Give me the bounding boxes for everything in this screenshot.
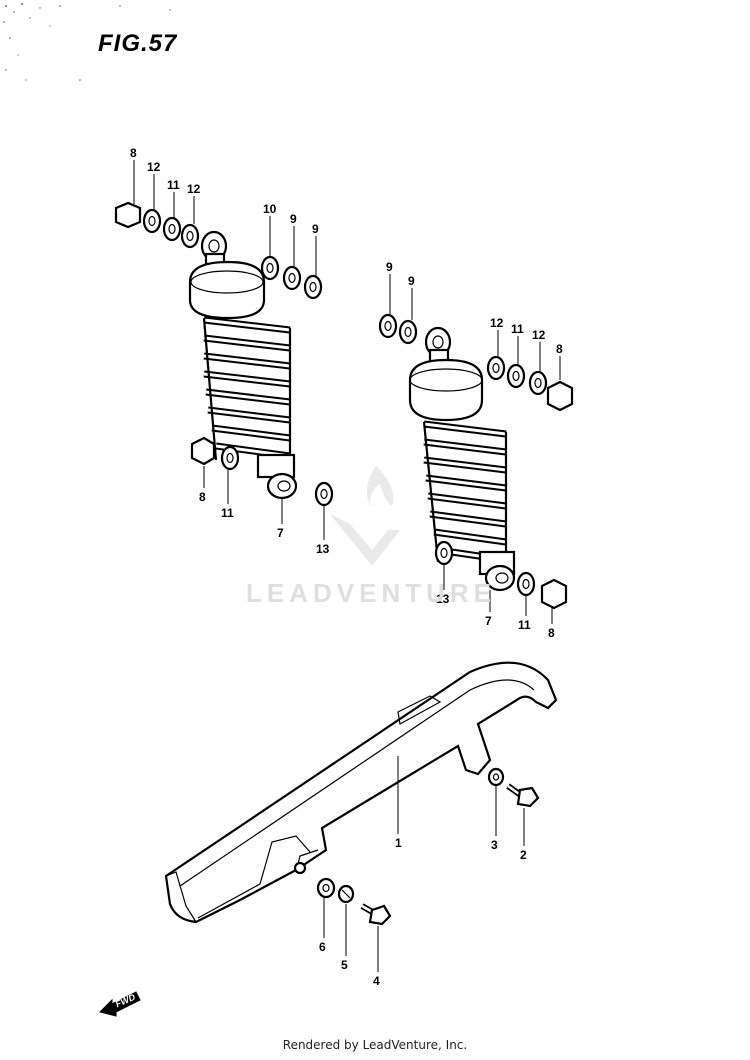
watermark-text: LEADVENTURE — [246, 578, 497, 608]
callout-l-11-lower: 11 — [221, 506, 234, 520]
callout-r-8: 8 — [556, 342, 563, 356]
callout-c-2: 2 — [520, 848, 527, 862]
callout-c-4: 4 — [373, 974, 380, 988]
left-upper-hardware — [114, 201, 323, 300]
callout-r-7: 7 — [485, 614, 492, 628]
callout-l-10: 10 — [263, 202, 277, 216]
callout-l-8-lower: 8 — [199, 490, 206, 504]
callout-l-7: 7 — [277, 526, 284, 540]
callout-r-11: 11 — [511, 322, 524, 336]
chain-case-hardware — [316, 767, 540, 926]
right-spring — [422, 420, 508, 564]
callout-numbers: 8 12 11 12 10 9 9 8 11 7 13 9 9 12 11 12… — [130, 146, 563, 988]
footer-credit: Rendered by LeadVenture, Inc. — [282, 1038, 468, 1052]
right-upper-hardware — [378, 313, 574, 412]
callout-l-11: 11 — [167, 178, 180, 192]
callout-r-9a: 9 — [386, 260, 393, 274]
callout-l-8: 8 — [130, 146, 137, 160]
callout-r-8-lower: 8 — [548, 626, 555, 640]
callout-r-9b: 9 — [408, 274, 415, 288]
callout-l-12b: 12 — [187, 182, 201, 196]
scan-speckle — [3, 3, 171, 81]
figure-title: FIG.57 — [98, 30, 178, 57]
callout-l-9b: 9 — [312, 222, 319, 236]
left-lower-hardware — [190, 436, 334, 507]
leader-lines — [133, 160, 561, 972]
callout-l-9a: 9 — [290, 212, 297, 226]
callout-c-6: 6 — [319, 940, 326, 954]
callout-r-12b: 12 — [532, 328, 546, 342]
callout-r-13: 13 — [436, 592, 450, 606]
leadventure-logo-icon — [330, 466, 400, 566]
right-lower-hardware — [434, 540, 568, 610]
callout-l-13: 13 — [316, 542, 330, 556]
right-shock-absorber — [408, 326, 516, 592]
callout-c-1: 1 — [395, 836, 402, 850]
left-shock-absorber — [188, 230, 298, 500]
fwd-arrow-icon: FWD — [99, 991, 141, 1017]
callout-r-12a: 12 — [490, 316, 504, 330]
callout-l-12a: 12 — [147, 160, 161, 174]
chain-case — [164, 661, 558, 924]
callout-c-5: 5 — [341, 958, 348, 972]
callout-r-11-lower: 11 — [518, 618, 531, 632]
left-spring — [202, 316, 292, 461]
callout-c-3: 3 — [491, 838, 498, 852]
